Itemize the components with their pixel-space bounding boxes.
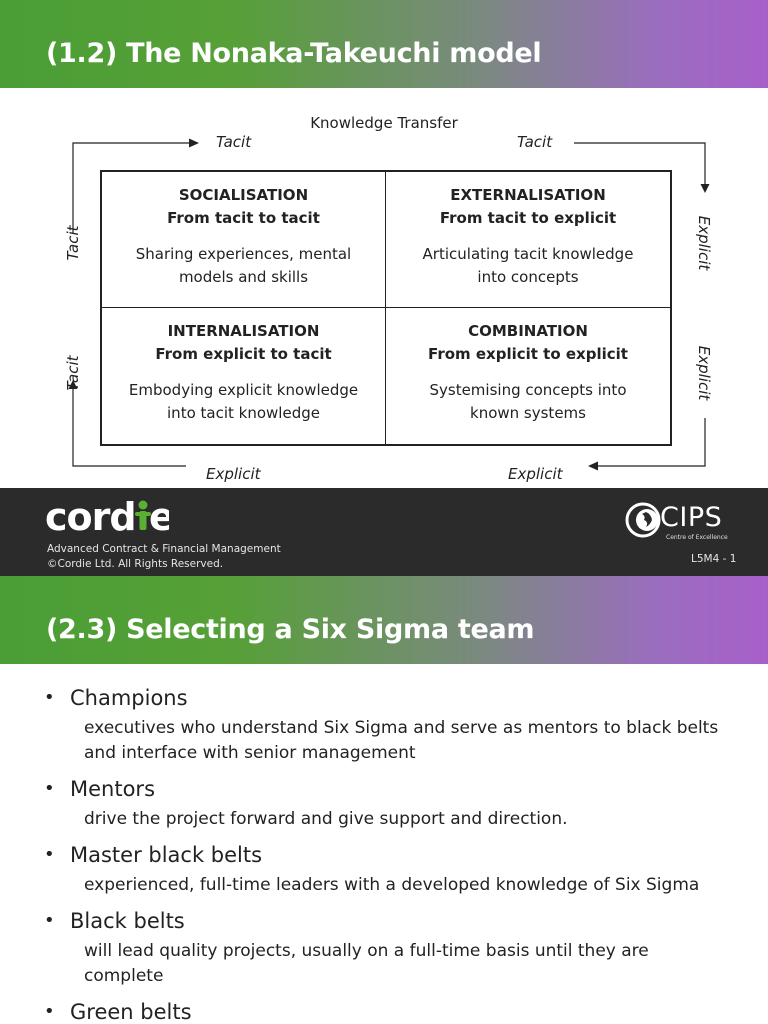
cordie-logo: cordie cord e <box>45 495 175 547</box>
slide-nonaka-takeuchi: (1.2) The Nonaka-Takeuchi model Knowledg… <box>0 0 768 576</box>
arrow-bottom-right-line <box>598 418 706 467</box>
cell-internalisation: INTERNALISATION From explicit to tacit E… <box>102 308 386 444</box>
list-item-label: Mentors <box>70 777 156 801</box>
cell-subtitle: From tacit to tacit <box>167 209 320 227</box>
edge-label-left-top: Tacit <box>64 225 82 261</box>
cell-text-line: models and skills <box>178 268 309 286</box>
arrow-down-icon <box>700 184 710 193</box>
diagram-header: Knowledge Transfer <box>310 114 458 132</box>
edge-label-bottom-right: Explicit <box>508 465 563 483</box>
cell-subtitle: From explicit to explicit <box>428 345 628 363</box>
cips-logo-text: CIPS <box>660 502 723 533</box>
title-bar: (1.2) The Nonaka-Takeuchi model <box>0 0 768 88</box>
list-item: • Green belts <box>0 998 768 1024</box>
list-item: • Master black belts experienced, full-tim… <box>0 841 768 898</box>
arrow-left-icon <box>588 461 598 471</box>
cell-text-line: Embodying explicit knowledge <box>128 381 359 399</box>
cips-logo-subtitle: Centre of Excellence <box>666 534 728 541</box>
list-item-label: Green belts <box>70 1000 192 1024</box>
list-item-title: • Champions <box>0 684 768 712</box>
cips-globe-icon <box>625 502 661 538</box>
list-item-description: executives who understand Six Sigma and … <box>84 718 719 763</box>
bullet-dot-icon: • <box>44 910 55 931</box>
list-item-description: experienced, full-time leaders with a de… <box>84 875 700 895</box>
cell-socialisation: SOCIALISATION From tacit to tacit Sharin… <box>102 172 386 308</box>
cycle-arrows <box>68 138 710 471</box>
edge-label-top-right: Tacit <box>517 133 553 151</box>
cell-text-line: Articulating tacit knowledge <box>422 245 634 263</box>
cell-combination: COMBINATION From explicit to explicit Sy… <box>386 308 670 444</box>
seci-matrix: SOCIALISATION From tacit to tacit Sharin… <box>100 170 672 446</box>
slide-title: (2.3) Selecting a Six Sigma team <box>46 614 535 645</box>
cordie-figure-icon <box>135 500 151 530</box>
arrow-up-icon <box>68 380 78 389</box>
cell-text-line: Systemising concepts into <box>429 381 627 399</box>
svg-text:e: e <box>149 496 169 538</box>
bullet-dot-icon: • <box>44 844 55 865</box>
bullet-dot-icon: • <box>44 778 55 799</box>
cell-text-line: known systems <box>470 404 586 422</box>
slide-number: L5M4 - 1 <box>691 553 737 565</box>
bullet-dot-icon: • <box>44 1001 55 1022</box>
footer-course: Advanced Contract & Financial Management <box>47 543 281 555</box>
cell-title: INTERNALISATION <box>167 322 320 340</box>
list-item-label: Master black belts <box>70 843 263 867</box>
list-item-title: • Green belts <box>0 998 768 1024</box>
edge-label-left-bottom: Tacit <box>64 355 82 391</box>
list-item-title: • Mentors <box>0 775 768 803</box>
cell-text-line: Sharing experiences, mental <box>135 245 352 263</box>
slide-footer: cordie cord e Advanced Contract & Financ… <box>0 488 768 576</box>
list-item: • Mentors drive the project forward and gi… <box>0 775 768 832</box>
list-item: • Champions executives who understand Six … <box>0 684 768 766</box>
arrow-top-left-line <box>72 142 190 233</box>
list-item-label: Champions <box>70 686 188 710</box>
bullet-dot-icon: • <box>44 687 55 708</box>
footer-copyright: ©Cordie Ltd. All Rights Reserved. <box>47 558 224 570</box>
edge-label-right-bottom: Explicit <box>695 345 713 401</box>
list-item-description: drive the project forward and give suppo… <box>84 809 568 829</box>
cell-subtitle: From tacit to explicit <box>439 209 617 227</box>
arrow-top-right-line <box>574 142 706 186</box>
list-item: • Black belts will lead quality projects, … <box>0 907 768 989</box>
role-list: • Champions executives who understand Six … <box>0 684 768 1024</box>
edge-label-bottom-left: Explicit <box>206 465 261 483</box>
cell-text-line: into concepts <box>477 268 579 286</box>
title-bar: (2.3) Selecting a Six Sigma team <box>0 576 768 664</box>
slide-title: (1.2) The Nonaka-Takeuchi model <box>46 38 542 69</box>
list-item-title: • Master black belts <box>0 841 768 869</box>
cell-externalisation: EXTERNALISATION From tacit to explicit A… <box>386 172 670 308</box>
list-item-description: will lead quality projects, usually on a… <box>84 941 649 986</box>
knowledge-transfer-diagram: Knowledge Transfer Tacit Tacit Explicit <box>0 88 768 488</box>
slide-six-sigma-team: (2.3) Selecting a Six Sigma team • Champi… <box>0 576 768 1024</box>
cordie-wordmark-icon: cord e <box>45 495 175 539</box>
edge-label-right-top: Explicit <box>695 215 713 271</box>
cell-title: EXTERNALISATION <box>450 186 606 204</box>
cell-title: SOCIALISATION <box>178 186 309 204</box>
arrow-bottom-left-line <box>72 388 186 467</box>
cell-subtitle: From explicit to tacit <box>155 345 332 363</box>
cell-title: COMBINATION <box>468 322 588 340</box>
svg-text:cord: cord <box>45 496 136 538</box>
arrow-right-icon <box>189 138 199 148</box>
edge-label-top-left: Tacit <box>216 133 252 151</box>
list-item-label: Black belts <box>70 909 185 933</box>
list-item-title: • Black belts <box>0 907 768 935</box>
cell-text-line: into tacit knowledge <box>167 404 320 422</box>
